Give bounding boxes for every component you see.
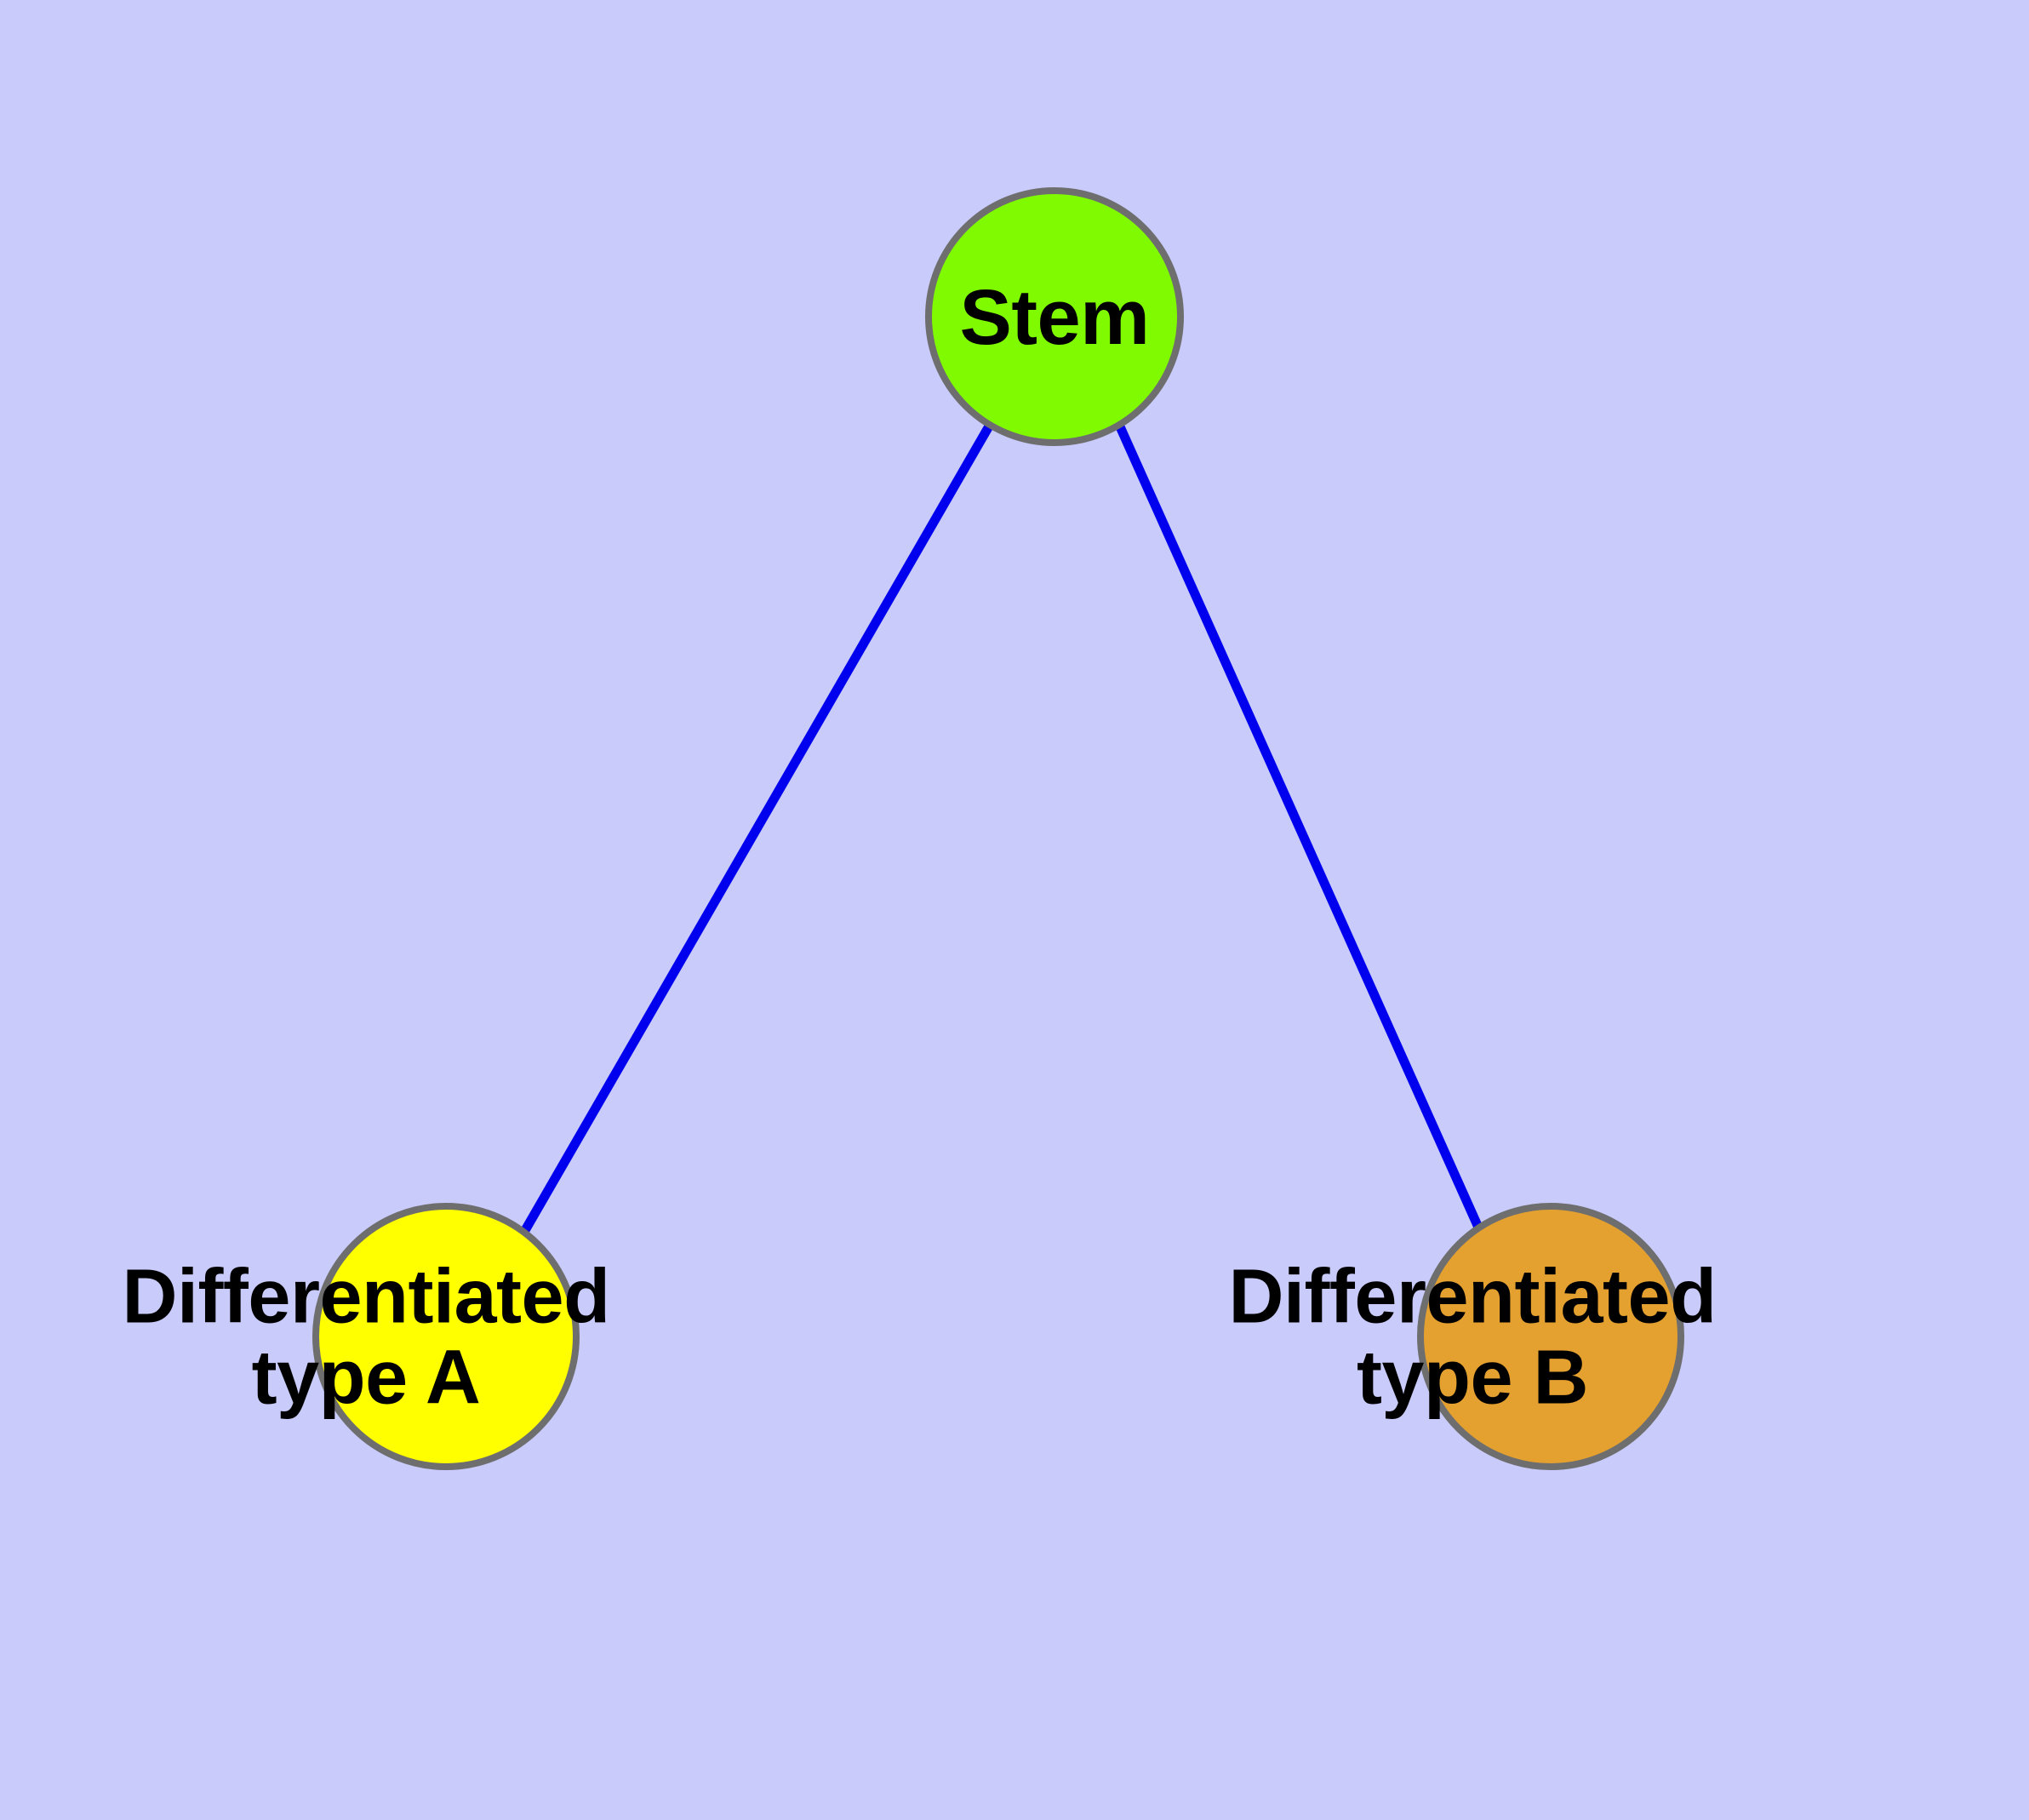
node-diff-b-circle[interactable] (1417, 1203, 1684, 1470)
edge-stem-to-diff-b (1114, 422, 1484, 1232)
node-stem-circle[interactable] (925, 187, 1184, 446)
edge-layer (520, 422, 1484, 1234)
edge-stem-to-diff-a (520, 422, 994, 1234)
node-diff-a-circle[interactable] (312, 1203, 580, 1470)
node-layer (312, 187, 1684, 1470)
